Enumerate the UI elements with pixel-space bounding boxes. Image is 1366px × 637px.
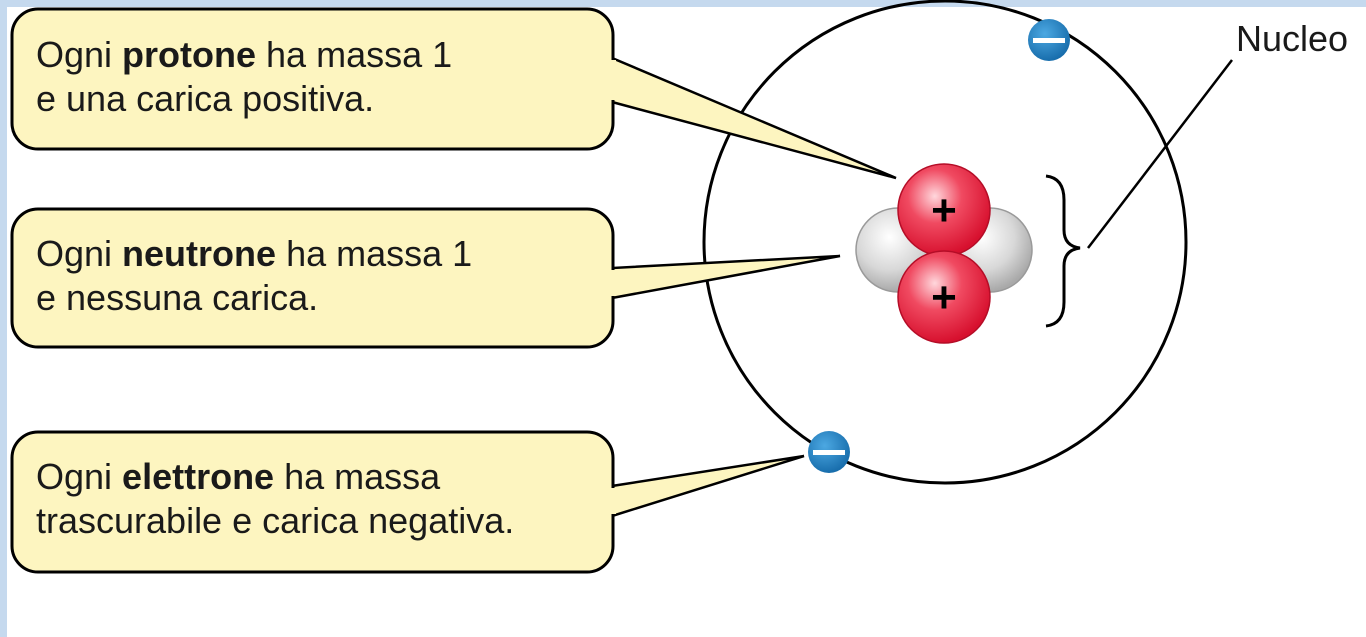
nucleo-label: Nucleo (1236, 18, 1349, 59)
neutrone-pointer-joint (608, 270, 616, 296)
elettrone-pre: Ogni (36, 456, 123, 497)
protone-callout-pointer (610, 56, 897, 180)
electron-top-minus (1033, 38, 1065, 43)
nucleo-leader-line (1087, 59, 1233, 249)
elettrone-post: ha massa (274, 456, 441, 497)
protone-term: protone (122, 34, 257, 75)
protone-callout-text: Ogni protone ha massa 1 e una carica pos… (36, 33, 452, 121)
protone-line1: Ogni protone ha massa 1 (36, 33, 452, 77)
nucleus-bracket (1045, 174, 1081, 328)
neutrone-post: ha massa 1 (276, 233, 473, 274)
neutrone-pre: Ogni (36, 233, 123, 274)
neutrone-callout-text: Ogni neutrone ha massa 1 e nessuna caric… (36, 232, 472, 320)
neutrone-term: neutrone (122, 233, 277, 274)
proton-bottom (897, 250, 991, 344)
elettrone-line2: trascurabile e carica negativa. (36, 500, 515, 541)
elettrone-callout-pointer (610, 454, 805, 518)
elettrone-callout-text: Ogni elettrone ha massa trascurabile e c… (36, 455, 514, 543)
protone-pointer-joint (608, 60, 616, 100)
neutrone-line2: e nessuna carica. (36, 277, 319, 318)
neutrone-line1: Ogni neutrone ha massa 1 (36, 232, 472, 276)
elettrone-pointer-joint (608, 488, 616, 514)
electron-orbit (702, 0, 1188, 485)
proton-bottom-sign: + (931, 273, 957, 322)
protone-pre: Ogni (36, 34, 123, 75)
protone-line2: e una carica positiva. (36, 78, 375, 119)
protone-post: ha massa 1 (256, 34, 453, 75)
electron-bottom-minus (813, 450, 845, 455)
elettrone-term: elettrone (122, 456, 275, 497)
frame-top-border (0, 0, 1366, 7)
frame-left-border (0, 0, 7, 637)
elettrone-line1: Ogni elettrone ha massa (36, 455, 514, 499)
neutrone-callout-pointer (610, 254, 841, 300)
proton-top-sign: + (931, 186, 957, 235)
